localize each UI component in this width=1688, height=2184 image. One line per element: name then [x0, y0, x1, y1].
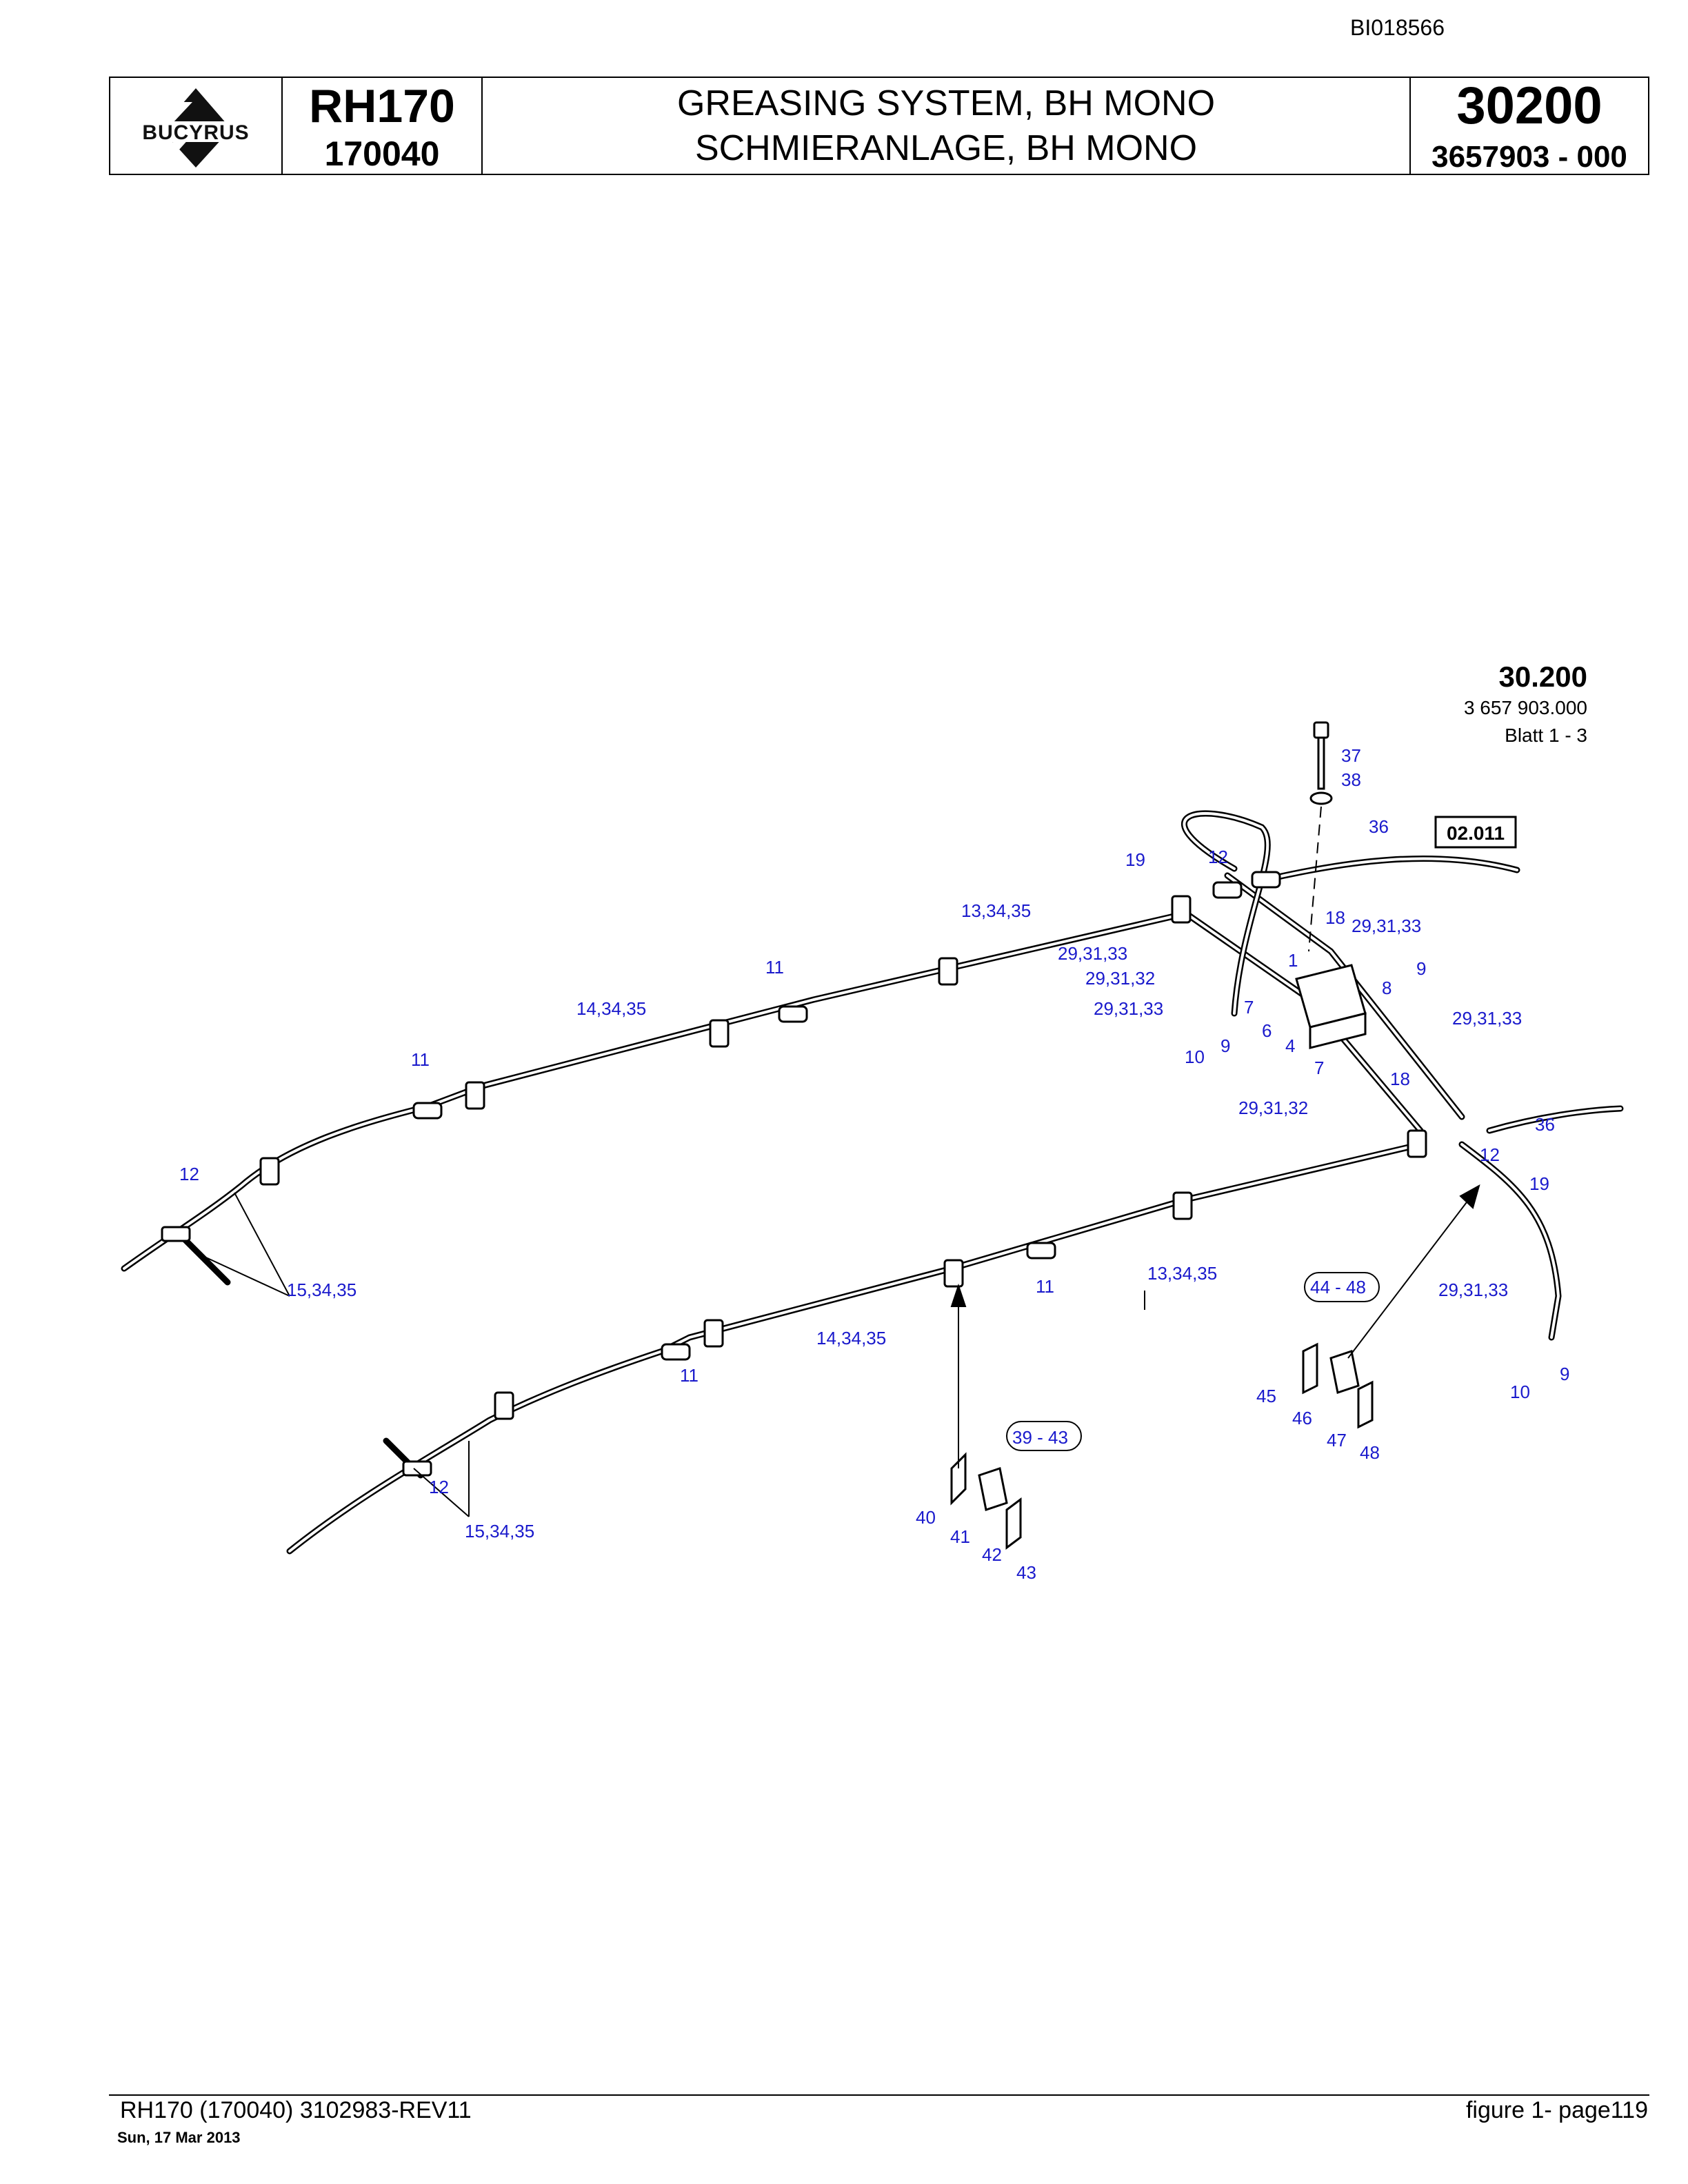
title-block: BUCYRUS RH170 170040 GREASING SYSTEM, BH…	[109, 77, 1649, 175]
footer-date: Sun, 17 Mar 2013	[117, 2129, 241, 2146]
model-cell: RH170 170040	[283, 78, 483, 174]
group-number: 30200	[1456, 76, 1602, 135]
title-english: GREASING SYSTEM, BH MONO	[676, 83, 1216, 123]
model-name: RH170	[309, 79, 455, 132]
part-callout: 7	[1244, 997, 1254, 1018]
part-callout: 12	[429, 1477, 449, 1497]
footer-rule	[109, 2094, 1649, 2096]
part-callout: 36	[1369, 816, 1389, 837]
callout-group-outline	[1006, 1421, 1082, 1451]
part-callout: 19	[1125, 849, 1145, 870]
reference-box	[1434, 816, 1517, 849]
footer-page-ref: figure 1- page119	[1465, 2097, 1648, 2123]
clamps-and-fittings	[161, 721, 1427, 1550]
part-callout: 4	[1285, 1035, 1295, 1056]
number-cell: 30200 3657903 - 000	[1411, 78, 1648, 174]
part-callout: 11	[411, 1049, 430, 1070]
logo-cell: BUCYRUS	[110, 78, 283, 174]
part-callout: 10	[1185, 1046, 1205, 1067]
part-callout: 12	[1480, 1144, 1500, 1165]
logo-text: BUCYRUS	[142, 121, 249, 144]
part-callout: 1	[1288, 950, 1298, 971]
part-callout: 29,31,32	[1238, 1098, 1308, 1118]
part-callout: 13,34,35	[961, 900, 1031, 921]
part-callout: 15,34,35	[465, 1521, 534, 1541]
serial-number: 170040	[324, 134, 440, 173]
part-callout: 44 - 48	[1310, 1277, 1366, 1297]
part-callout: 11	[1036, 1276, 1054, 1297]
part-callout: 18	[1390, 1069, 1410, 1089]
document-id: BI018566	[1350, 15, 1445, 40]
part-callout: 45	[1256, 1386, 1276, 1406]
sheet-page: Blatt 1 - 3	[1505, 725, 1587, 746]
part-callout: 19	[1529, 1173, 1549, 1194]
part-callout: 29,31,32	[1085, 968, 1155, 989]
part-callout: 9	[1560, 1364, 1569, 1384]
part-callout: 6	[1262, 1020, 1272, 1041]
part-callout: 40	[916, 1507, 936, 1528]
bucyrus-logo: BUCYRUS	[123, 88, 268, 168]
reference-box-label: 02.011	[1447, 822, 1505, 844]
part-callout: 10	[1510, 1382, 1530, 1402]
part-callout: 13,34,35	[1147, 1263, 1217, 1284]
part-callout: 39 - 43	[1012, 1427, 1068, 1448]
part-callout: 37	[1341, 745, 1361, 766]
part-callout: 41	[950, 1526, 970, 1547]
part-callout: 48	[1360, 1442, 1380, 1463]
part-callout: 36	[1535, 1114, 1555, 1135]
part-callout: 15,34,35	[287, 1280, 356, 1300]
part-callout: 12	[1208, 847, 1228, 867]
part-callout: 29,31,33	[1352, 916, 1421, 936]
part-callout: 29,31,33	[1452, 1008, 1522, 1029]
part-callout: 43	[1016, 1562, 1036, 1583]
part-callout: 11	[765, 957, 784, 978]
part-callout: 18	[1325, 907, 1345, 928]
part-callout: 29,31,33	[1058, 943, 1127, 964]
part-callout: 9	[1220, 1035, 1230, 1056]
title-german: SCHMIERANLAGE, BH MONO	[694, 128, 1198, 168]
part-callout: 47	[1327, 1430, 1347, 1450]
part-callout: 14,34,35	[576, 998, 646, 1019]
part-callout: 7	[1314, 1058, 1324, 1078]
part-callout: 14,34,35	[816, 1328, 886, 1348]
part-callout: 46	[1292, 1408, 1312, 1428]
part-callout: 9	[1416, 958, 1426, 979]
sheet-part-number: 3 657 903.000	[1464, 697, 1587, 718]
footer-document-ref: RH170 (170040) 3102983-REV11	[120, 2097, 472, 2123]
part-callout: 29,31,33	[1094, 998, 1163, 1019]
leader-lines	[199, 806, 1480, 1517]
part-callout: 42	[982, 1544, 1002, 1565]
part-callout: 12	[179, 1164, 199, 1184]
part-callout: 29,31,33	[1438, 1280, 1508, 1300]
callout-group-outline	[1304, 1272, 1380, 1302]
part-callout: 11	[680, 1365, 699, 1386]
part-callout: 8	[1382, 978, 1391, 998]
part-callout: 38	[1341, 769, 1361, 790]
part-number: 3657903 - 000	[1431, 139, 1627, 174]
title-cell: GREASING SYSTEM, BH MONO SCHMIERANLAGE, …	[483, 78, 1411, 174]
sheet-number: 30.200	[1499, 660, 1587, 693]
